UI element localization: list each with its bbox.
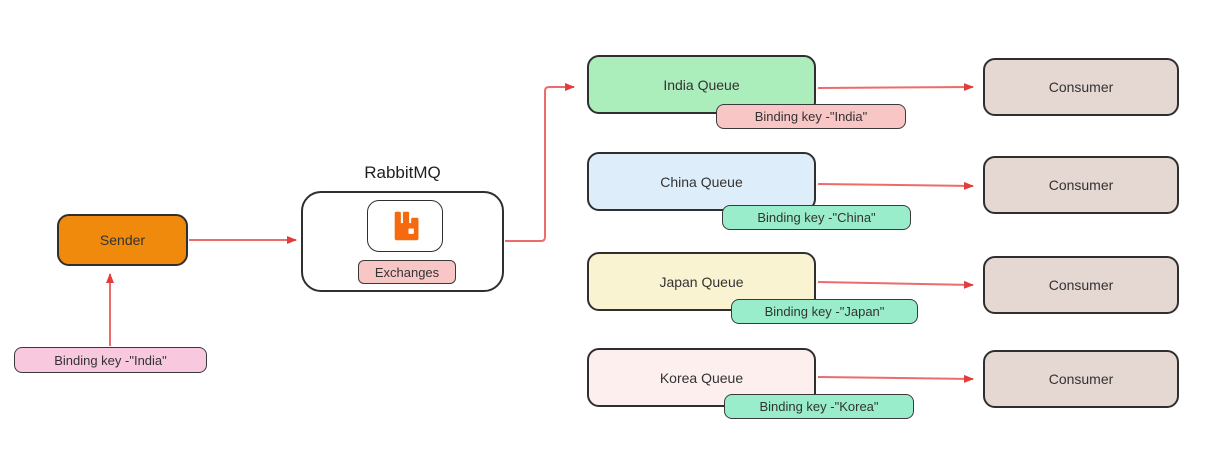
queue-box-china: China Queue <box>587 152 816 211</box>
exchanges-text: Exchanges <box>374 264 440 280</box>
consumer-label: Consumer <box>1048 79 1114 95</box>
consumer-box: Consumer <box>983 58 1179 116</box>
sender-box: Sender <box>57 214 188 266</box>
queue-label: India Queue <box>663 76 740 93</box>
binding-key-label-japan: Binding key -"Japan" <box>731 299 918 324</box>
binding-key-text: Binding key -"China" <box>757 210 876 225</box>
sender-label: Sender <box>99 232 146 248</box>
arrow-broker-to-india-queue <box>505 83 575 242</box>
consumer-box: Consumer <box>983 256 1179 314</box>
queue-label: China Queue <box>660 173 743 190</box>
arrow-india-queue-to-consumer <box>817 83 974 92</box>
arrow-china-queue-to-consumer <box>817 181 974 190</box>
rabbitmq-logo-box <box>367 200 443 252</box>
binding-key-label-korea: Binding key -"Korea" <box>724 394 914 419</box>
sender-binding-key-text: Binding key -"India" <box>54 352 167 368</box>
binding-key-label-china: Binding key -"China" <box>722 205 911 230</box>
exchanges-label: Exchanges <box>358 260 456 284</box>
sender-binding-key-label: Binding key -"India" <box>14 347 207 373</box>
queue-label: Korea Queue <box>659 369 744 386</box>
consumer-label: Consumer <box>1048 177 1114 193</box>
consumer-label: Consumer <box>1048 277 1114 293</box>
consumer-box: Consumer <box>983 350 1179 408</box>
binding-key-label-india: Binding key -"India" <box>716 104 906 129</box>
broker-box: Exchanges <box>301 191 504 292</box>
binding-key-text: Binding key -"India" <box>754 109 868 124</box>
broker-title: RabbitMQ <box>364 163 441 182</box>
rabbitmq-logo-icon <box>394 211 419 241</box>
arrow-korea-queue-to-consumer <box>817 374 974 383</box>
queue-label: Japan Queue <box>659 273 744 290</box>
consumer-box: Consumer <box>983 156 1179 214</box>
arrow-japan-queue-to-consumer <box>817 280 974 289</box>
consumer-label: Consumer <box>1048 371 1114 387</box>
binding-key-text: Binding key -"Korea" <box>759 399 879 414</box>
binding-key-text: Binding key -"Japan" <box>764 304 885 319</box>
queue-box-japan: Japan Queue <box>587 252 816 311</box>
